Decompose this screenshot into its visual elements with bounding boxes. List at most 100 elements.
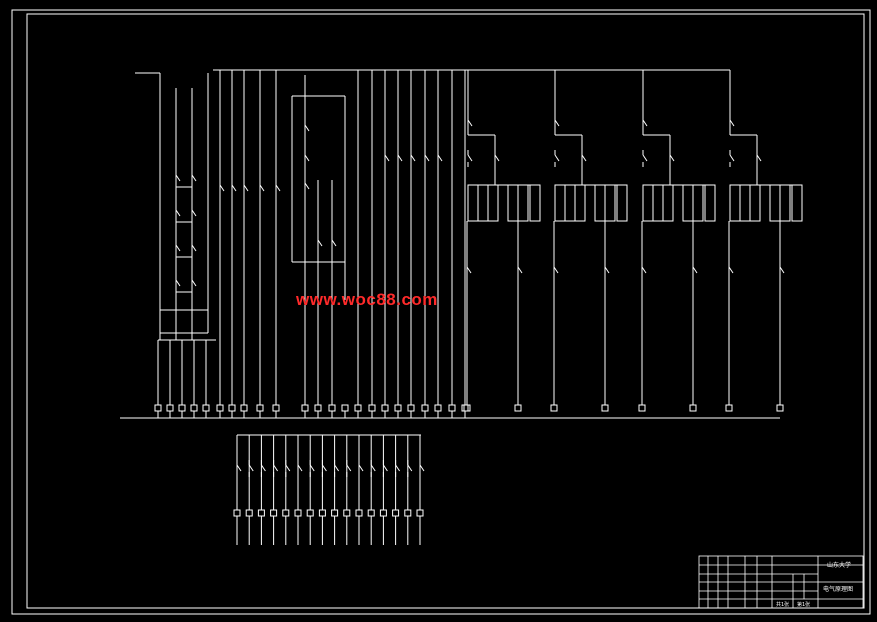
outer-border [11,9,871,615]
terminal [341,404,349,412]
terminal [314,404,322,412]
contact-blade [554,154,560,162]
relay-coil-box [729,184,741,222]
contact-blade [669,154,675,162]
contact-blade [273,464,279,472]
terminal [725,404,733,412]
terminal [550,404,558,412]
terminal [240,404,248,412]
contact-blade [358,464,364,472]
contact-blade [304,154,310,162]
contact-blade [642,154,648,162]
watermark-text: www.woc88.com [296,290,438,309]
relay-coil-box [477,184,489,222]
io-terminal [245,509,253,517]
relay-coil-box [594,184,606,222]
relay-coil-box [507,184,519,222]
contact-blade [424,154,430,162]
title-block-drawing-name: 电气原理图 [823,585,853,593]
terminal [514,404,522,412]
contact-blade [175,174,181,182]
terminal [638,404,646,412]
relay-coil-box [564,184,576,222]
contact-blade [728,266,734,274]
io-terminal [343,509,351,517]
title-block-school: 山东大学 [827,561,851,569]
contact-blade [175,244,181,252]
contact-blade [297,464,303,472]
contact-blade [275,184,281,192]
terminal [256,404,264,412]
terminal [166,404,174,412]
relay-coil-box [574,184,586,222]
title-block-sheet-total: 共1张 [776,601,789,608]
terminal [354,404,362,412]
io-terminal [331,509,339,517]
terminal [601,404,609,412]
terminal [202,404,210,412]
terminal [228,404,236,412]
contact-blade [581,154,587,162]
contact-blade [641,266,647,274]
contact-blade [304,182,310,190]
contact-blade [395,464,401,472]
contact-blade [553,266,559,274]
terminal [689,404,697,412]
contact-blade [642,119,648,127]
relay-coil-box [704,184,716,222]
terminal [178,404,186,412]
relay-coil-box [487,184,499,222]
contact-blade [729,119,735,127]
io-terminal [379,509,387,517]
terminal [368,404,376,412]
contact-blade [285,464,291,472]
terminal [154,404,162,412]
contact-blade [317,239,323,247]
io-terminal [282,509,290,517]
contact-blade [382,464,388,472]
contact-blade [756,154,762,162]
terminal [461,404,469,412]
terminal [448,404,456,412]
io-terminal [233,509,241,517]
relay-coil-box [467,184,479,222]
terminal [272,404,280,412]
contact-blade [248,464,254,472]
io-terminal [318,509,326,517]
io-terminal [416,509,424,517]
relay-coil-box [769,184,781,222]
contact-blade [331,239,337,247]
contact-blade [494,154,500,162]
terminal [381,404,389,412]
contact-blade [397,154,403,162]
contact-blade [321,464,327,472]
relay-coil-box [739,184,751,222]
contact-blade [346,464,352,472]
relay-coil-box [662,184,674,222]
terminal [407,404,415,412]
contact-blade [517,266,523,274]
terminal [463,404,471,412]
terminal [776,404,784,412]
terminal [328,404,336,412]
contact-blade [191,209,197,217]
relay-coil-box [749,184,761,222]
relay-coil-box [682,184,694,222]
relay-coil-box [779,184,791,222]
relay-coil-box [604,184,616,222]
relay-coil-box [652,184,664,222]
contact-blade [437,154,443,162]
relay-coil-box [554,184,566,222]
contact-blade [407,464,413,472]
contact-blade [191,279,197,287]
contact-blade [219,184,225,192]
contact-blade [334,464,340,472]
terminal [216,404,224,412]
contact-blade [175,279,181,287]
io-terminal [392,509,400,517]
contact-blade [604,266,610,274]
terminal [394,404,402,412]
io-terminal [367,509,375,517]
contact-blade [259,184,265,192]
